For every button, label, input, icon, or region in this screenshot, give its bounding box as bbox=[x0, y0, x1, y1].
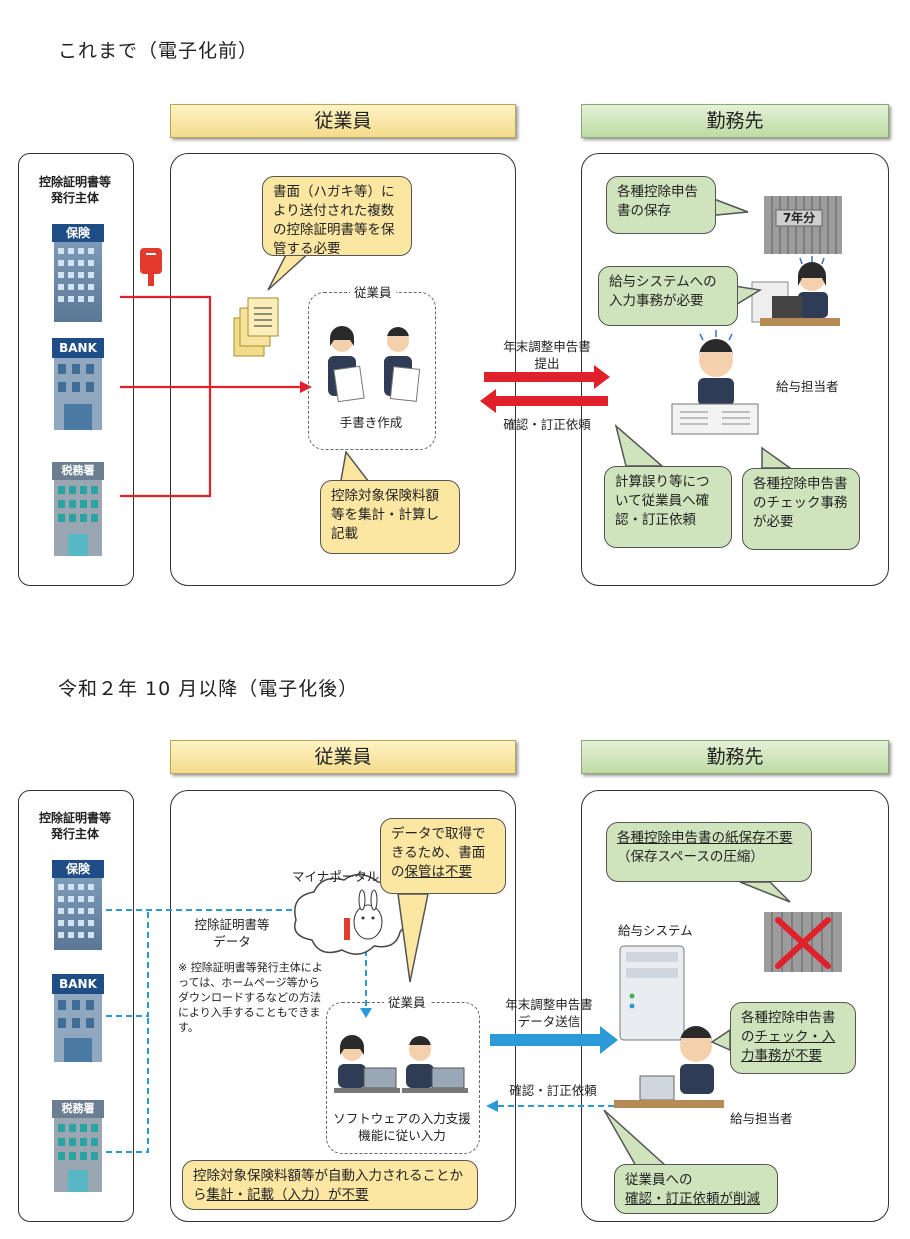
before-tax-office-building bbox=[52, 462, 104, 556]
before-bubble-documents: 書面（ハガキ等）により送付された複数の控除証明書等を保管する必要 bbox=[262, 176, 412, 257]
after-correction-arrow-head bbox=[486, 1100, 498, 1112]
before-submit-arrow bbox=[484, 365, 610, 389]
document-stack-icon bbox=[233, 297, 279, 357]
before-bank-building bbox=[52, 338, 104, 430]
after-insurance-building bbox=[52, 860, 104, 950]
after-bubble-tails-yellow bbox=[397, 893, 429, 983]
before-employee-header: 従業員 bbox=[170, 104, 516, 138]
post-box-icon bbox=[140, 248, 162, 286]
busy-worker-icon bbox=[751, 256, 840, 326]
before-tax-label: 税務署 bbox=[61, 464, 95, 477]
after-send-label: 年末調整申告書データ送信 bbox=[505, 997, 593, 1029]
before-submit-label: 年末調整申告書提出 bbox=[503, 339, 591, 371]
before-correction-label: 確認・訂正依頼 bbox=[503, 417, 591, 432]
before-red-lines bbox=[120, 295, 300, 498]
after-bubble-auto: 控除対象保険料額等が自動入力されることから集計・記載（入力）が不要 bbox=[182, 1160, 478, 1210]
before-insurance-building bbox=[52, 224, 104, 322]
after-employee-header: 従業員 bbox=[170, 740, 516, 774]
before-employer-header: 勤務先 bbox=[581, 104, 889, 138]
before-binder-label: 7年分 bbox=[782, 211, 816, 225]
before-bubble-error: 計算誤り等について従業員へ確認・訂正依頼 bbox=[604, 466, 732, 548]
after-employee-woman bbox=[334, 1035, 400, 1093]
after-tax-office-building bbox=[52, 1100, 104, 1192]
after-bubble-paper: 各種控除申告書の紙保存不要（保存スペースの圧縮） bbox=[606, 822, 812, 882]
binder-stack-icon bbox=[764, 196, 842, 254]
after-bank-building bbox=[52, 974, 104, 1062]
before-correction-arrow bbox=[480, 389, 608, 413]
after-bubble-check: 各種控除申告書のチェック・入力事務が不要 bbox=[730, 1002, 856, 1074]
before-payroll-staff-icon bbox=[671, 330, 759, 435]
mynaportal-label: マイナポータル bbox=[292, 869, 380, 884]
after-insurance-label: 保険 bbox=[65, 862, 90, 876]
before-bubble-input: 給与システムへの入力事務が必要 bbox=[598, 266, 738, 326]
before-bank-label: BANK bbox=[59, 341, 97, 355]
after-tax-label: 税務署 bbox=[61, 1102, 95, 1115]
payroll-server-icon bbox=[619, 945, 685, 1041]
software-label: ソフトウェアの入力支援機能に従い入力 bbox=[333, 1111, 471, 1143]
before-payroll-label: 給与担当者 bbox=[776, 379, 839, 394]
before-employee-woman bbox=[328, 326, 365, 403]
before-handwriting-label: 手書き作成 bbox=[339, 415, 403, 430]
before-red-line-head bbox=[300, 381, 312, 393]
after-bubble-reduced: 従業員への確認・訂正依頼が削減 bbox=[614, 1164, 778, 1214]
mynaportal-cloud-icon bbox=[294, 873, 408, 955]
after-send-arrow bbox=[490, 1026, 618, 1054]
after-correction-label: 確認・訂正依頼 bbox=[509, 1083, 597, 1098]
after-employee-label: 従業員 bbox=[384, 992, 430, 1011]
before-employee-man bbox=[384, 327, 421, 402]
before-employee-label: 従業員 bbox=[350, 282, 396, 301]
after-section-title: 令和２年 10 月以降（電子化後） bbox=[58, 678, 359, 700]
before-insurance-label: 保険 bbox=[65, 226, 90, 240]
after-payroll-label: 給与担当者 bbox=[730, 1111, 793, 1126]
after-bubble-tails-green bbox=[603, 881, 791, 1167]
cert-data-label: 控除証明書等データ bbox=[194, 917, 270, 949]
payroll-system-label: 給与システム bbox=[618, 923, 693, 938]
after-bank-label: BANK bbox=[59, 977, 97, 991]
after-bubble-data: データで取得できるため、書面の保管は不要 bbox=[380, 818, 506, 894]
crossed-binder-icon bbox=[764, 912, 842, 972]
after-employer-header: 勤務先 bbox=[581, 740, 889, 774]
before-bubble-check: 各種控除申告書のチェック事務が必要 bbox=[742, 468, 860, 550]
download-note: ※ 控除証明書等発行主体によっては、ホームページ等からダウンロードするなどの方法… bbox=[178, 961, 323, 1034]
before-bubble-storage: 各種控除申告書の保存 bbox=[606, 176, 716, 234]
after-blue-dashed-lines bbox=[106, 909, 614, 1153]
before-issuer-title: 控除証明書等発行主体 bbox=[38, 175, 111, 205]
after-payroll-staff-icon bbox=[614, 1026, 724, 1108]
before-bubble-calculate: 控除対象保険料額等を集計・計算し記載 bbox=[320, 480, 460, 554]
after-employee-man bbox=[402, 1036, 468, 1093]
before-section-title: これまで（電子化前） bbox=[58, 40, 259, 62]
after-issuer-title: 控除証明書等発行主体 bbox=[38, 811, 111, 841]
before-bubble-tails-green bbox=[614, 194, 793, 469]
cloud-to-employee-head bbox=[360, 1008, 372, 1018]
